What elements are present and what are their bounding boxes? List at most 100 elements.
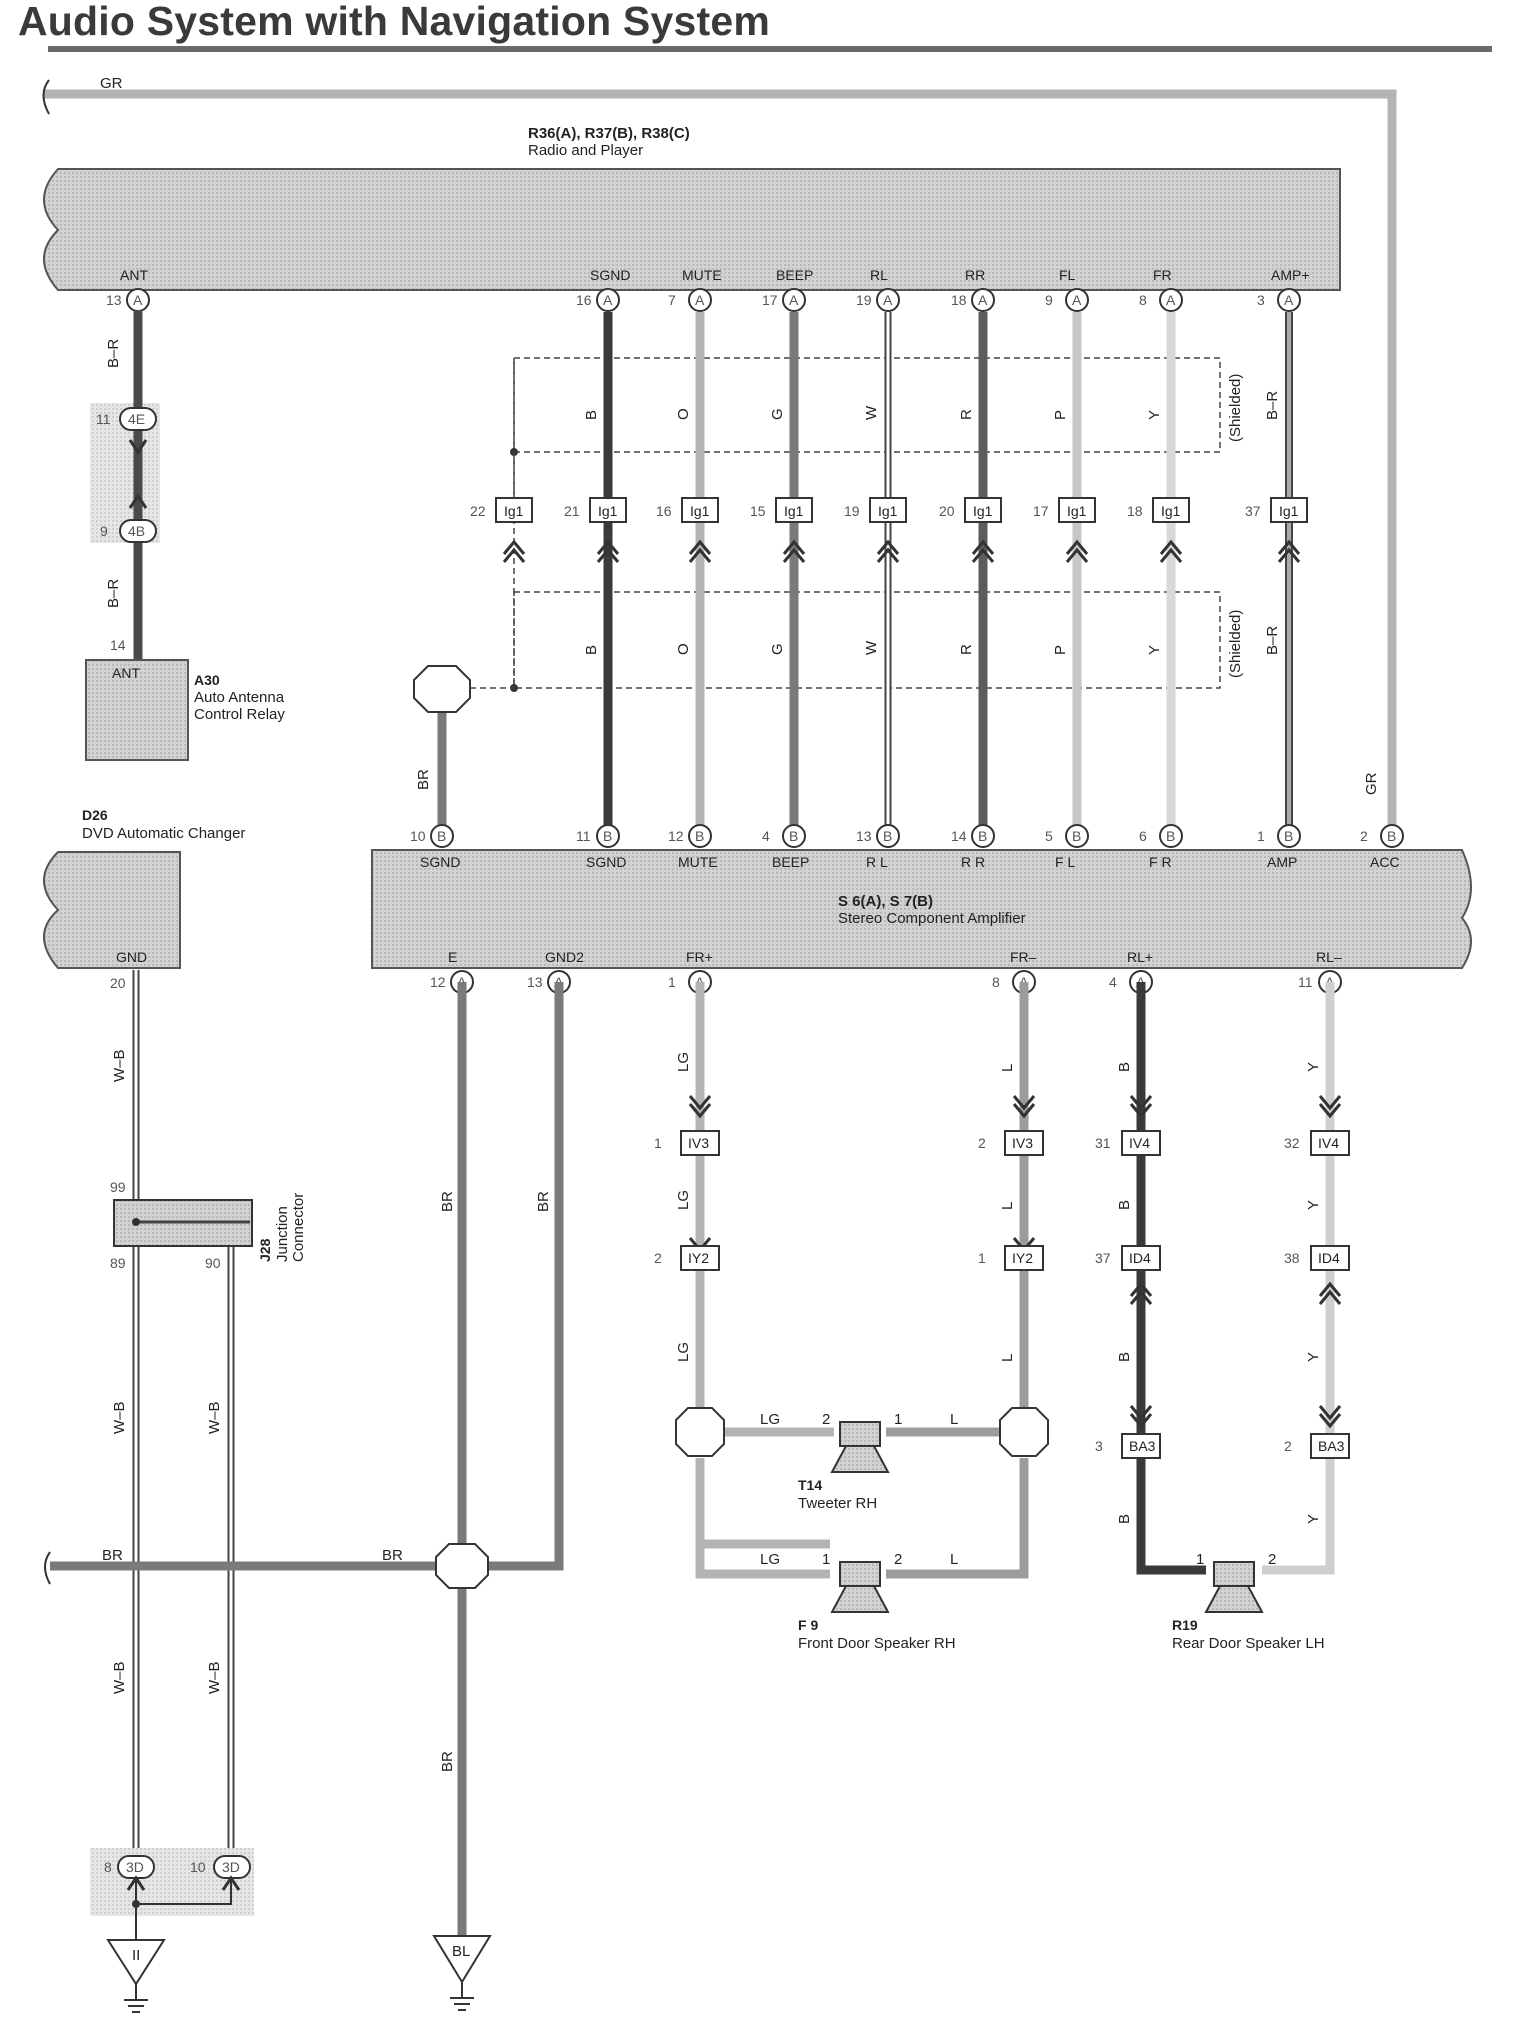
tw-lg: LG [760,1411,780,1428]
amp-top-terminal-9-pin: 2 [1360,828,1368,844]
amp-top-label-1: SGND [586,854,626,870]
amp-top-terminal-3-conn: B [789,828,798,844]
amp-bottom-terminal-5-pin: 11 [1298,974,1313,990]
i2-connector-3-code: ID4 [1318,1250,1340,1266]
radio-name: Radio and Player [528,142,643,159]
spk-wire-a-3: Y [1305,1062,1322,1072]
dvd-code: D26 [82,807,108,823]
rear-spk-name: Rear Door Speaker LH [1172,1635,1325,1652]
relay-pin: 14 [110,637,126,653]
tweeter-rh [830,1421,890,1473]
radio-terminal-7-pin: 8 [1139,292,1147,308]
i2-connector-1-pin: 1 [978,1250,986,1266]
amp-bottom-terminal-4-pin: 4 [1109,974,1117,990]
auto-antenna-relay [85,659,189,761]
amp-bottom-terminal-5: A11 [1298,970,1342,994]
radio-terminal-5-pin: 18 [951,292,967,308]
dvd-name: DVD Automatic Changer [82,825,245,842]
relay-term: ANT [112,665,140,681]
rd-pin1: 1 [1196,1551,1204,1568]
ig1-code-7: Ig1 [1161,503,1181,519]
ground-mid-label: BL [452,1943,470,1960]
amp-top-terminal-7: B6 [1139,824,1183,848]
radio-term-label-5: RR [965,267,985,283]
wire-upper-2: G [769,408,786,420]
wire-upper-7: B–R [1264,391,1281,420]
amp-bottom-label-1: GND2 [545,949,584,965]
amp-bottom-terminal-2: A1 [668,970,712,994]
radio-terminal-2-conn: A [695,292,705,308]
amp-top-terminal-7-conn: B [1166,828,1175,844]
ig1-pin-7: 18 [1127,503,1143,519]
ig1-code-3: Ig1 [784,503,804,519]
junction-name-1: Junction [274,1206,291,1262]
br-e-label: BR [439,1191,456,1212]
i2-connector-0-code: IY2 [688,1250,709,1266]
fd-lg: LG [760,1551,780,1568]
junction-pin-out1: 89 [110,1255,126,1271]
wire-lower-6: Y [1146,645,1163,655]
amp-top-terminal-8-conn: B [1284,828,1293,844]
front-door-speaker-rh [830,1561,890,1613]
ig1-pin-0: 22 [470,503,486,519]
amp-bottom-label-3: FR– [1010,949,1037,965]
radio-term-label-3: BEEP [776,267,813,283]
ground-conn1: 3D [126,1859,144,1875]
amp-bottom-terminal-1: A13 [527,970,571,994]
amp-top-terminal-9-conn: B [1387,828,1396,844]
br-mid-label: BR [382,1547,403,1564]
amp-bottom-terminal-0: A12 [430,970,474,994]
antenna-wire-lower: B–R [105,579,122,608]
radio-term-label-2: MUTE [682,267,722,283]
iv-connector-0-pin: 1 [654,1135,662,1151]
spk-wire-d-2: B [1116,1514,1133,1524]
spk-wire-b-0: LG [675,1190,692,1210]
ig1-pin-1: 21 [564,503,580,519]
spk-wire-d-3: Y [1305,1514,1322,1524]
ig1-pin-6: 17 [1033,503,1049,519]
amp-top-label-4: R L [866,854,888,870]
dvd-changer-unit: D26 DVD Automatic Changer GND 20 [43,807,245,991]
spk-wire-b-1: L [999,1202,1016,1210]
radio-term-label-8: AMP+ [1271,267,1310,283]
tweeter-code: T14 [798,1477,822,1493]
antenna-j2-conn: 4B [128,523,145,539]
amp-top-terminal-2-pin: 12 [668,828,684,844]
radio-terminal-6: A9 [1045,288,1089,312]
ground-left-label: II [132,1947,140,1964]
wire-upper-4: R [958,409,975,420]
amp-top-terminal-4-pin: 13 [856,828,872,844]
i2-connector-2-pin: 37 [1095,1250,1111,1266]
amp-top-terminal-6-pin: 5 [1045,828,1053,844]
amp-top-label-0: SGND [420,854,460,870]
amp-bottom-terminal-0-pin: 12 [430,974,446,990]
radio-terminal-5-conn: A [978,292,988,308]
rd-pin2: 2 [1268,1551,1276,1568]
relay-code: A30 [194,672,220,688]
br-left-label: BR [102,1547,123,1564]
fd-l: L [950,1551,958,1568]
wire-upper-0: B [583,410,600,420]
front-spk-name: Front Door Speaker RH [798,1635,956,1652]
amp-bottom-terminal-4: A4 [1109,970,1153,994]
radio-terminal-3-conn: A [789,292,799,308]
relay-name-2: Control Relay [194,706,285,723]
relay-name-1: Auto Antenna [194,689,285,706]
br-gnd2-label: BR [535,1191,552,1212]
ig1-pin-5: 20 [939,503,955,519]
iv-connector-1-pin: 2 [978,1135,986,1151]
amp-top-label-3: BEEP [772,854,809,870]
fd-pin2: 2 [894,1551,902,1568]
wire-lower-2: G [769,643,786,655]
antenna-j2-pin: 9 [100,523,108,539]
radio-terminal-0: A13 [106,288,150,312]
